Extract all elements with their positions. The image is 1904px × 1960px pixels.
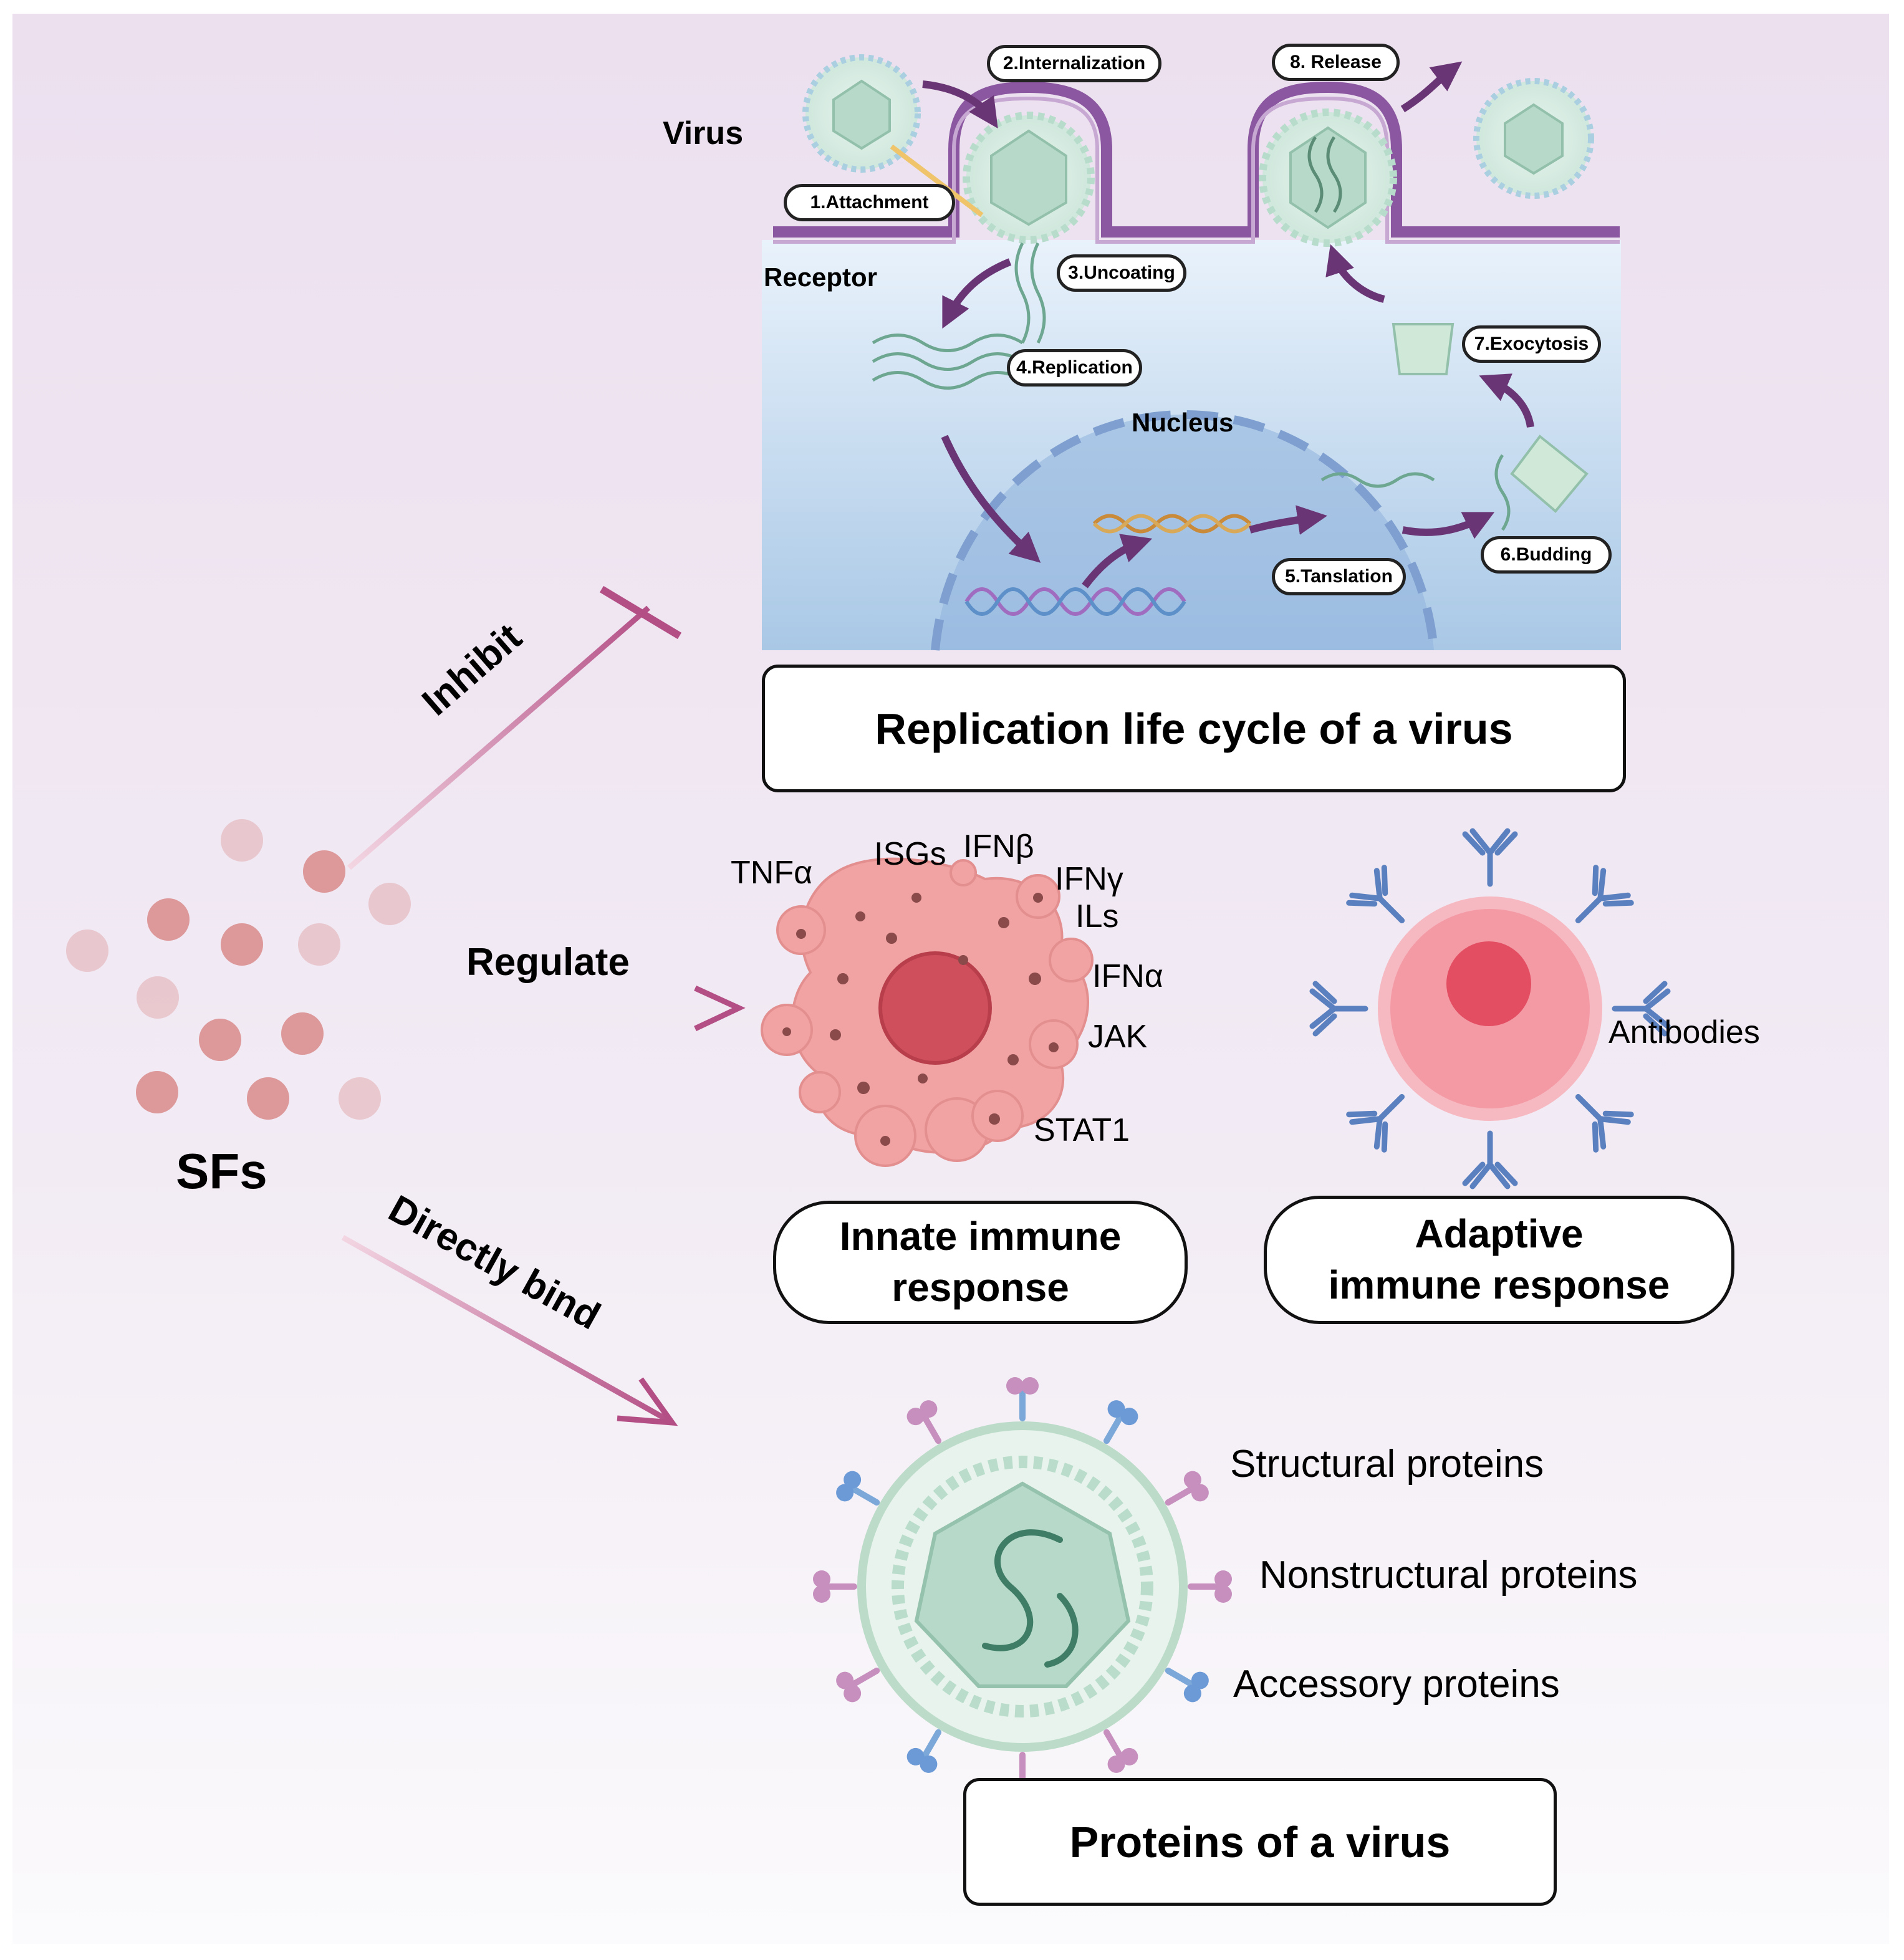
adaptive-immune-cell	[1309, 828, 1671, 1189]
antibodies	[1309, 828, 1671, 1189]
regulate-label: Regulate	[466, 941, 630, 984]
adaptive-title: Adaptive immune response	[1264, 1196, 1734, 1324]
sfs-label: SFs	[176, 1143, 267, 1199]
virus-label: Virus	[663, 115, 744, 151]
factor-jak: JAK	[1088, 1019, 1148, 1055]
accessory-proteins-label: Accessory proteins	[1233, 1663, 1560, 1706]
factor-isgs: ISGs	[874, 836, 946, 872]
innate-title-line1: Innate immune	[839, 1214, 1122, 1259]
factor-ils: ILs	[1075, 898, 1119, 934]
adaptive-title-line1: Adaptive	[1415, 1211, 1584, 1257]
antibodies-label: Antibodies	[1608, 1014, 1760, 1050]
factor-ifna: IFNα	[1092, 958, 1163, 994]
nonstructural-proteins-label: Nonstructural proteins	[1259, 1554, 1638, 1597]
adaptive-title-line2: immune response	[1328, 1262, 1670, 1307]
innate-title: Innate immune response	[773, 1201, 1188, 1324]
innate-cell-nucleus	[878, 951, 992, 1065]
factor-ifng: IFNγ	[1055, 861, 1123, 897]
lifecycle-cell-panel	[762, 54, 1621, 651]
factor-ifnb: IFNβ	[963, 829, 1034, 865]
cell-membrane	[773, 81, 1620, 238]
virus-protein-diagram	[813, 1377, 1232, 1796]
step-internalization: 2.Internalization	[987, 45, 1161, 82]
factor-stat1: STAT1	[1034, 1112, 1130, 1148]
genome-rna	[982, 1529, 1079, 1668]
proteins-title: Proteins of a virus	[963, 1778, 1557, 1906]
nucleus-label: Nucleus	[1132, 408, 1234, 437]
innate-title-line2: response	[892, 1265, 1069, 1310]
factor-tnfa: TNFα	[731, 855, 813, 891]
lifecycle-title: Replication life cycle of a virus	[762, 665, 1626, 792]
step-uncoating: 3.Uncoating	[1057, 254, 1186, 292]
step-attachment: 1.Attachment	[784, 184, 955, 221]
surface-spikes	[813, 1377, 1232, 1796]
innate-immune-cell	[761, 857, 1094, 1167]
regulate-arrow	[371, 985, 746, 1032]
adaptive-cell-nucleus	[1446, 941, 1531, 1026]
step-replication: 4.Replication	[1007, 349, 1142, 387]
bind-arrow	[341, 1235, 678, 1426]
structural-proteins-label: Structural proteins	[1230, 1443, 1544, 1486]
inhibit-arrow	[347, 585, 682, 870]
receptor-label: Receptor	[764, 262, 878, 292]
step-translation: 5.Tanslation	[1272, 558, 1406, 595]
sfs-dots	[66, 819, 411, 1120]
step-budding: 6.Budding	[1481, 536, 1612, 574]
step-exocytosis: 7.Exocytosis	[1462, 325, 1601, 363]
step-release: 8. Release	[1272, 44, 1400, 81]
